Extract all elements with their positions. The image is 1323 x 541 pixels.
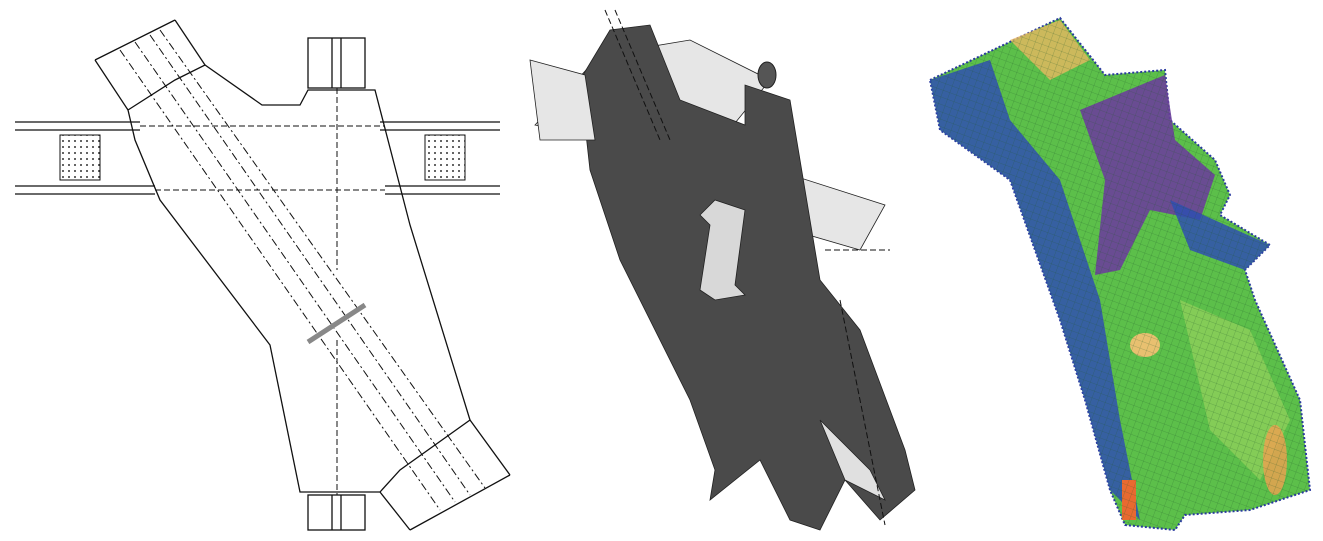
mesh-grid	[930, 18, 1310, 530]
column-top-cap	[757, 61, 777, 89]
drawing-2d-panel	[15, 19, 511, 531]
diagonal-face-light	[819, 419, 886, 501]
stiffener-plate	[699, 199, 746, 301]
column-top	[307, 37, 366, 270]
model-3d-panel	[529, 9, 916, 531]
node-outline	[127, 64, 471, 493]
fe-mesh-panel	[928, 16, 1312, 532]
horizontal-beam-right	[380, 121, 500, 195]
horizontal-beam-left	[15, 121, 155, 195]
diagonal-brace	[94, 19, 511, 531]
node-body	[579, 24, 916, 531]
column-bottom	[307, 340, 366, 531]
beam-left	[529, 59, 596, 141]
